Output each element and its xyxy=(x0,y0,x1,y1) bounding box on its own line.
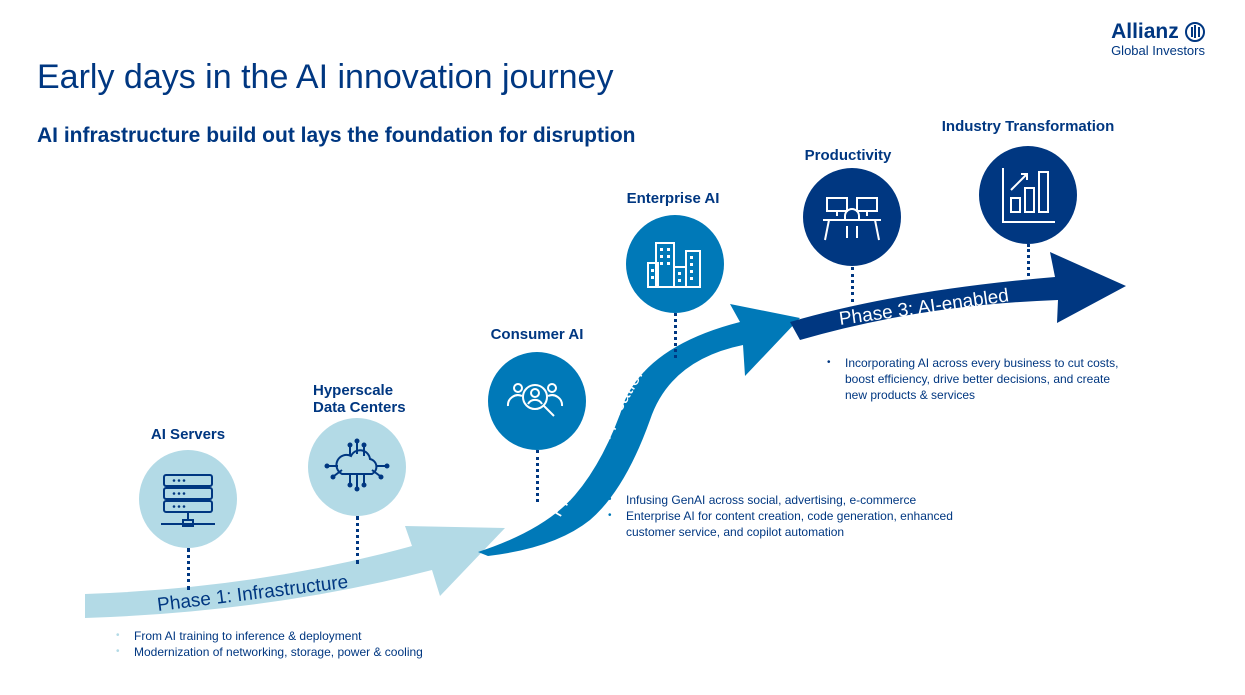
bullet-item: From AI training to inference & deployme… xyxy=(116,628,423,644)
milestone-label: Industry Transformation xyxy=(941,118,1115,135)
bullet-item: Incorporating AI across every business t… xyxy=(827,355,1127,403)
connector-line xyxy=(851,267,854,302)
phase-3-bullets: Incorporating AI across every business t… xyxy=(827,355,1127,403)
milestone-label: Consumer AI xyxy=(490,326,584,343)
phase-1-label: Phase 1: Infrastructure xyxy=(156,572,349,616)
phase-2-bullets: Infusing GenAI across social, advertisin… xyxy=(608,492,968,540)
connector-line xyxy=(536,450,539,502)
page-title: Early days in the AI innovation journey xyxy=(37,58,614,96)
milestone-label: AI Servers xyxy=(150,426,226,443)
phase-3-arrow xyxy=(790,252,1126,340)
connector-line xyxy=(187,548,190,590)
phase-2-arrow xyxy=(478,304,800,556)
workstations-icon xyxy=(803,168,901,266)
allianz-logo: Allianz Global Investors xyxy=(1111,20,1205,58)
people-search-icon xyxy=(488,352,586,450)
allianz-emblem-icon xyxy=(1184,22,1205,42)
milestone-label-line: Data Centers xyxy=(313,399,406,416)
bullet-item: Enterprise AI for content creation, code… xyxy=(608,508,968,540)
logo-subtitle: Global Investors xyxy=(1111,43,1205,58)
buildings-icon xyxy=(626,215,724,313)
cloud-network-icon xyxy=(308,418,406,516)
phase-3-label: Phase 3: AI-enabled xyxy=(838,285,1010,330)
milestone-label-line: Hyperscale xyxy=(313,382,394,399)
phase-1-bullets: From AI training to inference & deployme… xyxy=(116,628,423,660)
logo-brand: Allianz xyxy=(1111,20,1179,43)
server-icon xyxy=(139,450,237,548)
bullet-item: Infusing GenAI across social, advertisin… xyxy=(608,492,968,508)
milestone-label: Productivity xyxy=(804,147,892,164)
bullet-item: Modernization of networking, storage, po… xyxy=(116,644,423,660)
growth-chart-icon xyxy=(979,146,1077,244)
page-subtitle: AI infrastructure build out lays the fou… xyxy=(37,124,636,147)
connector-line xyxy=(674,313,677,358)
connector-line xyxy=(356,516,359,564)
connector-line xyxy=(1027,244,1030,276)
milestone-label: Enterprise AI xyxy=(626,190,720,207)
phase-1-arrow xyxy=(85,526,505,618)
